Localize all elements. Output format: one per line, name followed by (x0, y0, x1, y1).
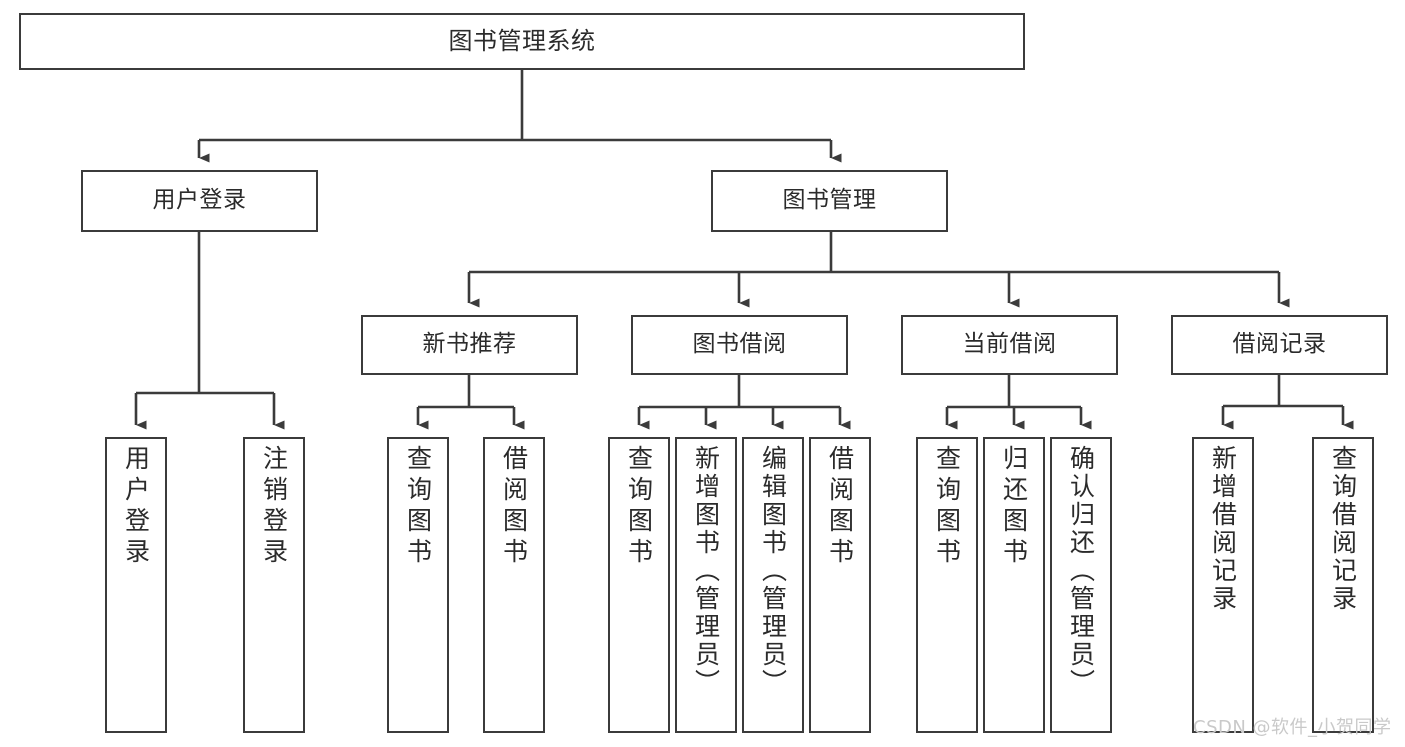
node-current-borrow[interactable]: 当前借阅 (901, 315, 1118, 375)
node-leaf-return-book-label: 归还图书 (999, 445, 1029, 569)
node-leaf-logout-login-label: 注销登录 (259, 445, 289, 569)
node-borrow-record[interactable]: 借阅记录 (1171, 315, 1388, 375)
node-new-book-recommend-label: 新书推荐 (422, 331, 517, 358)
node-root[interactable]: 图书管理系统 (19, 13, 1025, 70)
node-leaf-borrow-book-1[interactable]: 借阅图书 (483, 437, 545, 733)
node-leaf-edit-book-label: 编辑图书（管理员） (758, 445, 788, 697)
node-leaf-edit-book[interactable]: 编辑图书（管理员） (742, 437, 804, 733)
node-new-book-recommend[interactable]: 新书推荐 (361, 315, 578, 375)
node-root-label: 图书管理系统 (448, 27, 596, 56)
node-leaf-query-book-3[interactable]: 查询图书 (916, 437, 978, 733)
node-leaf-query-record[interactable]: 查询借阅记录 (1312, 437, 1374, 733)
node-leaf-confirm-return[interactable]: 确认归还（管理员） (1050, 437, 1112, 733)
node-user-login-label: 用户登录 (152, 187, 247, 214)
node-current-borrow-label: 当前借阅 (962, 331, 1057, 358)
node-leaf-query-record-label: 查询借阅记录 (1328, 445, 1358, 613)
node-leaf-query-book-1-label: 查询图书 (403, 445, 433, 569)
node-leaf-confirm-return-label: 确认归还（管理员） (1066, 445, 1096, 697)
node-leaf-query-book-1[interactable]: 查询图书 (387, 437, 449, 733)
node-leaf-add-book-label: 新增图书（管理员） (691, 445, 721, 697)
node-leaf-add-book[interactable]: 新增图书（管理员） (675, 437, 737, 733)
node-leaf-borrow-book-2-label: 借阅图书 (825, 445, 855, 569)
node-borrow-record-label: 借阅记录 (1232, 331, 1327, 358)
node-leaf-add-record-label: 新增借阅记录 (1208, 445, 1238, 613)
node-leaf-user-login-label: 用户登录 (121, 445, 151, 569)
node-leaf-user-login[interactable]: 用户登录 (105, 437, 167, 733)
node-book-manage[interactable]: 图书管理 (711, 170, 948, 232)
node-book-borrow[interactable]: 图书借阅 (631, 315, 848, 375)
node-leaf-return-book[interactable]: 归还图书 (983, 437, 1045, 733)
node-leaf-query-book-2[interactable]: 查询图书 (608, 437, 670, 733)
node-book-manage-label: 图书管理 (782, 187, 877, 214)
node-leaf-add-record[interactable]: 新增借阅记录 (1192, 437, 1254, 733)
node-book-borrow-label: 图书借阅 (692, 331, 787, 358)
watermark: CSDN @软件_小贺同学 (1193, 717, 1392, 738)
node-user-login[interactable]: 用户登录 (81, 170, 318, 232)
node-leaf-logout-login[interactable]: 注销登录 (243, 437, 305, 733)
node-leaf-borrow-book-1-label: 借阅图书 (499, 445, 529, 569)
node-leaf-query-book-2-label: 查询图书 (624, 445, 654, 569)
node-leaf-query-book-3-label: 查询图书 (932, 445, 962, 569)
node-leaf-borrow-book-2[interactable]: 借阅图书 (809, 437, 871, 733)
